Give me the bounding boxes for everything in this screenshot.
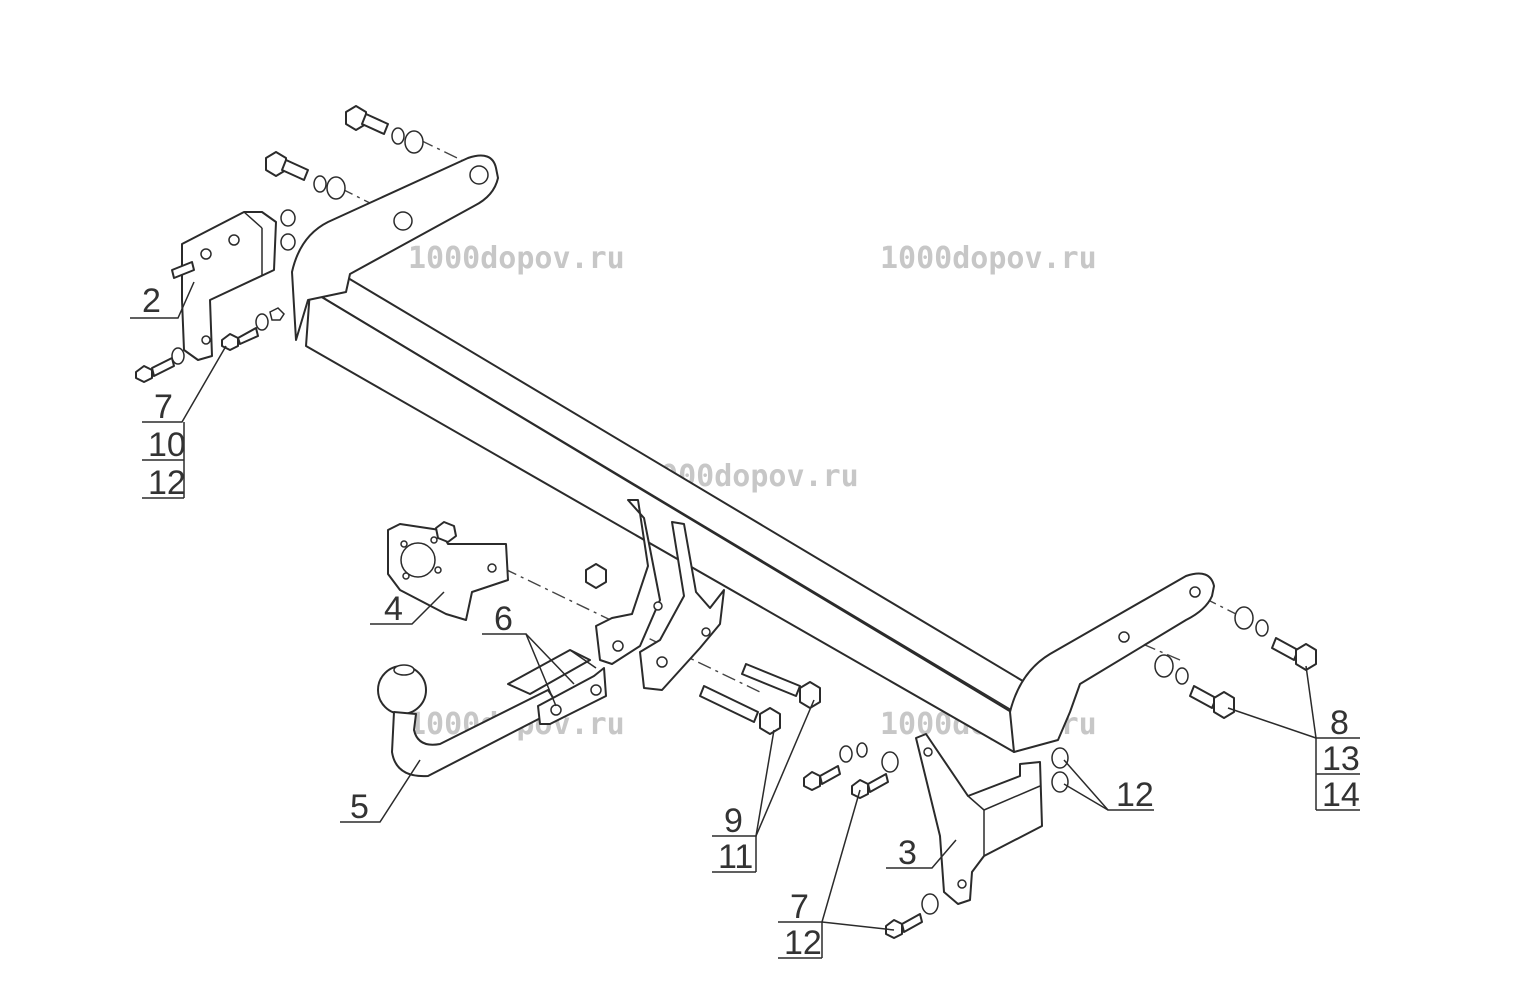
center-bolts [699,663,821,735]
ball-mount-plate [507,649,607,725]
callout-3: 3 [898,834,917,872]
left-arm [291,154,499,341]
callout-9: 9 [724,802,743,840]
callout-12-bottom: 12 [784,924,822,962]
right-end-bolts [1154,606,1317,719]
center-brackets [595,499,725,691]
callout-2: 2 [142,282,161,320]
top-bolt-2 [265,151,346,200]
center-nut [585,563,607,589]
callout-12-left: 12 [148,464,186,502]
callout-5: 5 [350,788,369,826]
tow-ball-arm [377,664,561,778]
callout-4: 4 [384,590,403,628]
right-arm [1009,572,1215,753]
callout-12-right: 12 [1116,776,1154,814]
callout-13: 13 [1322,740,1360,778]
callout-6: 6 [494,600,513,638]
callout-10: 10 [148,426,186,464]
callout-14: 14 [1322,776,1360,814]
callout-7-bottom: 7 [790,888,809,926]
watermark-1: 1000dopov.ru [408,241,625,276]
right-small-fasteners [803,742,1069,939]
watermark-2: 1000dopov.ru [880,241,1097,276]
left-bracket [181,209,296,361]
socket-plate [387,521,509,621]
right-bracket [915,733,1043,905]
leader-lines [130,281,1360,959]
callout-11: 11 [718,838,753,876]
top-bolt-1 [345,105,424,154]
callout-8: 8 [1330,704,1349,742]
callout-7-left: 7 [154,388,173,426]
